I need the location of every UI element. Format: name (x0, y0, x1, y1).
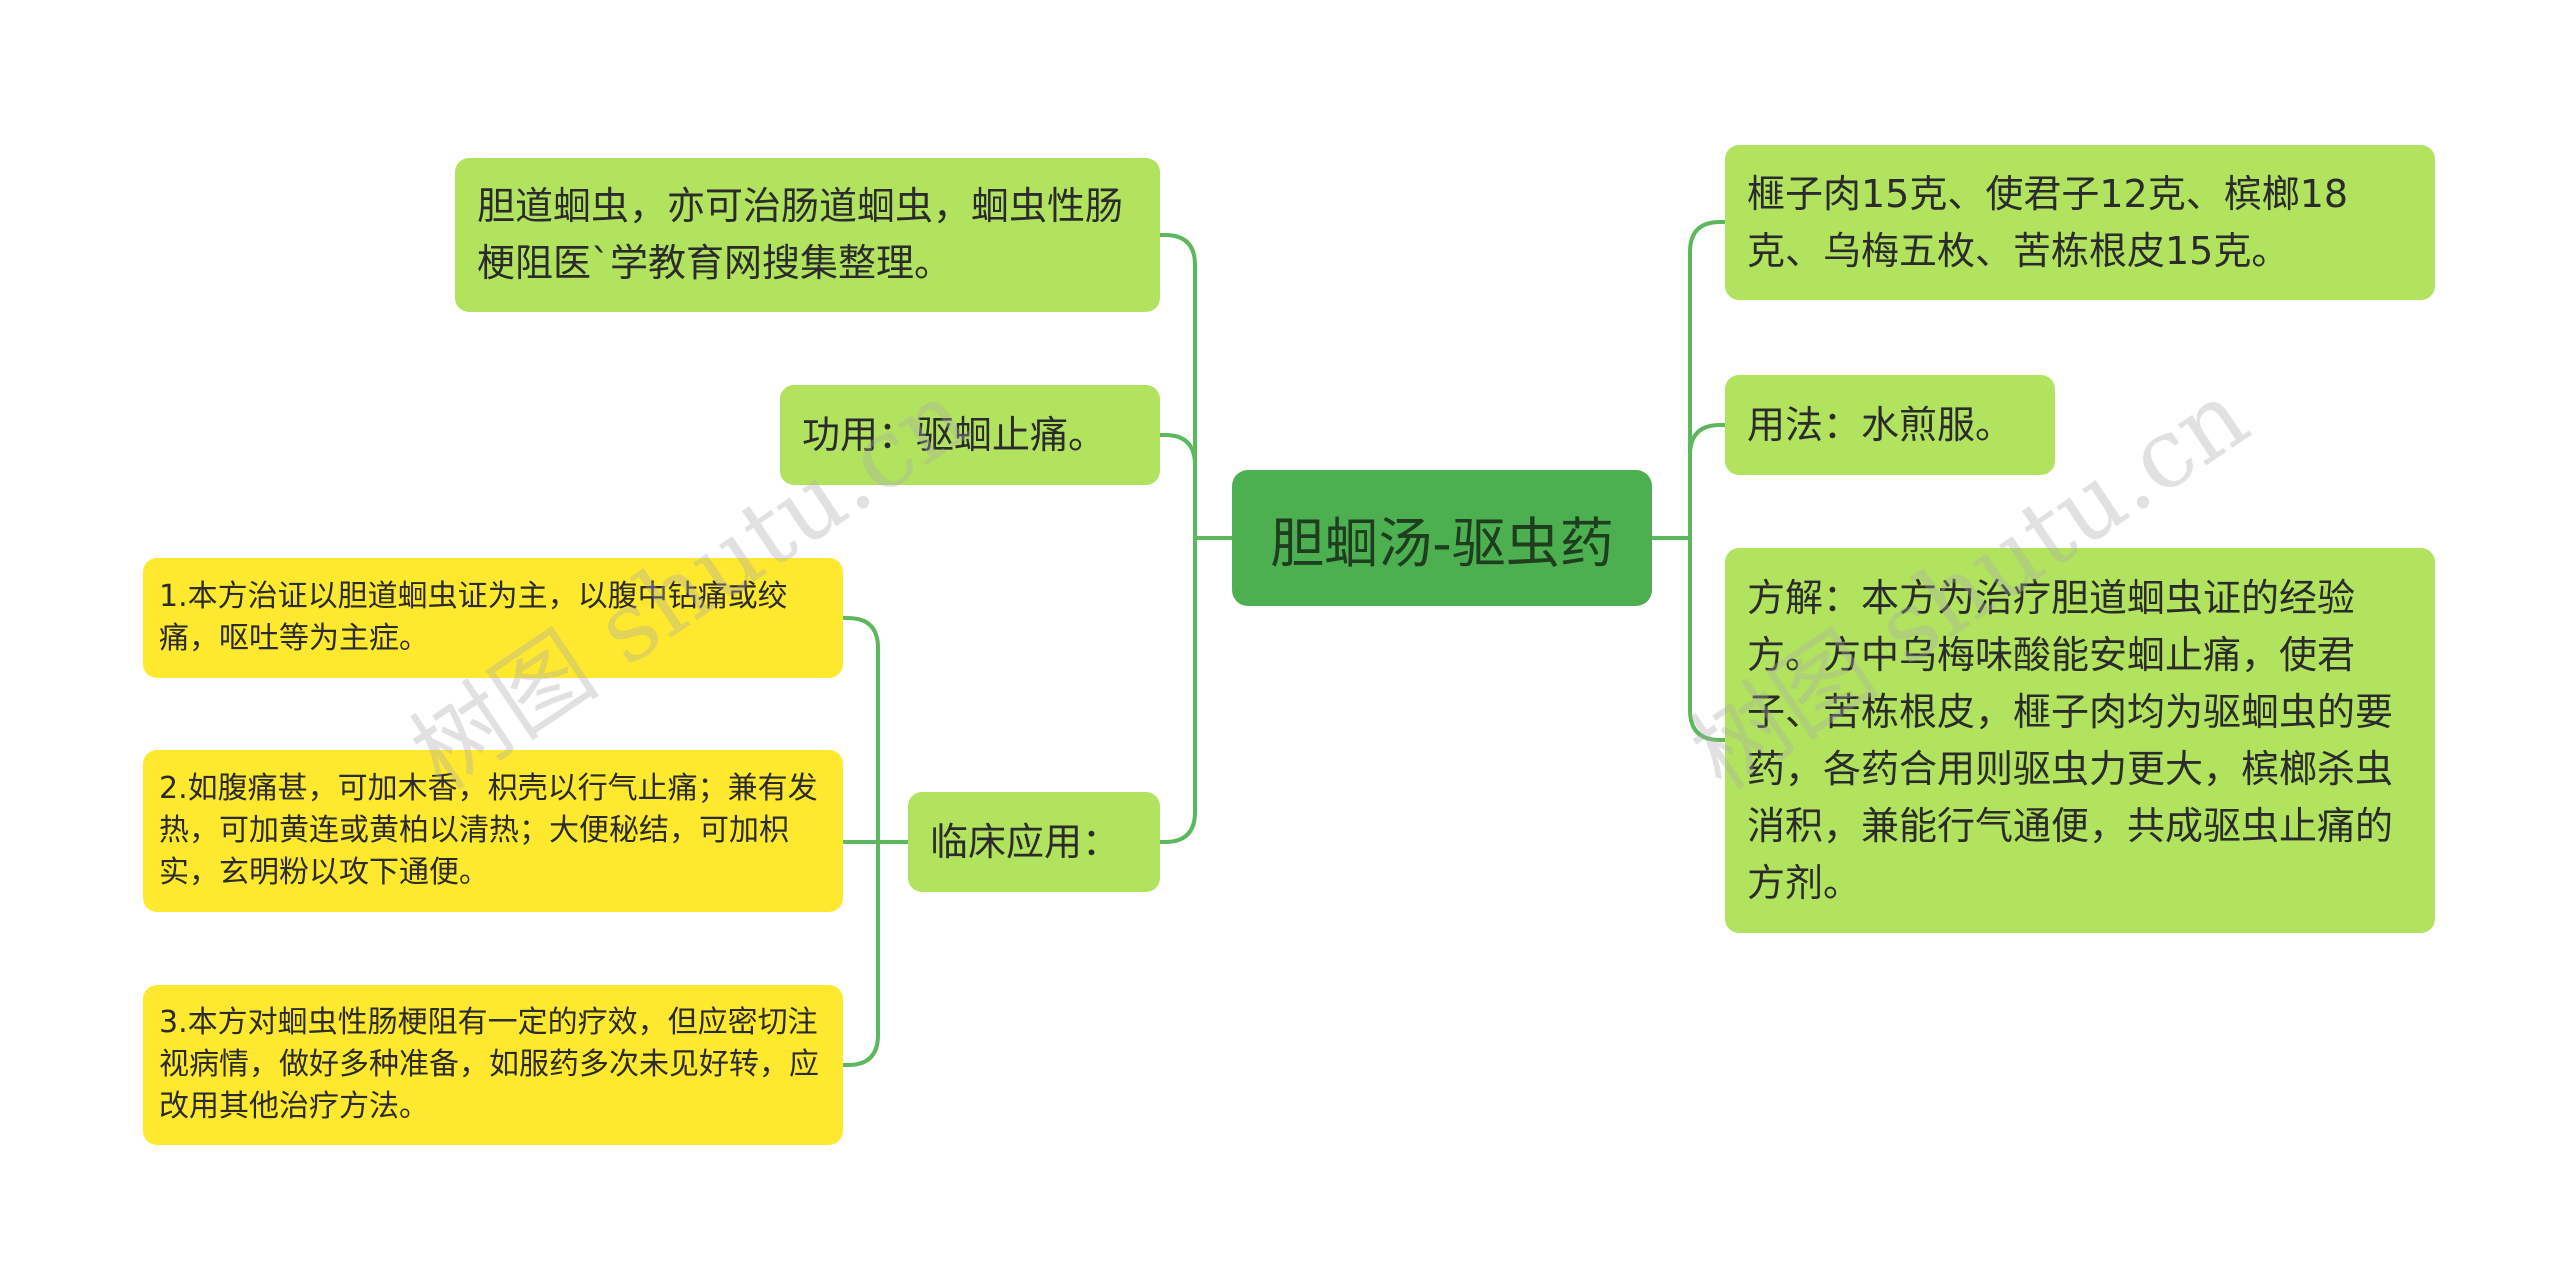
function-node[interactable]: 功用：驱蛔止痛。 (780, 385, 1160, 485)
clinical-label: 临床应用： (930, 819, 1121, 864)
clinical-item-1[interactable]: 1.本方治证以胆道蛔虫证为主，以腹中钻痛或绞痛，呕吐等为主症。 (143, 558, 843, 678)
link-left-clinical (1158, 536, 1197, 844)
link-clinical-item1 (841, 616, 880, 844)
root-node[interactable]: 胆蛔汤-驱虫药 (1232, 470, 1652, 606)
indication-node[interactable]: 胆道蛔虫，亦可治肠道蛔虫，蛔虫性肠梗阻医`学教育网搜集整理。 (455, 158, 1160, 312)
clinical-item-text: 1.本方治证以胆道蛔虫证为主，以腹中钻痛或绞痛，呕吐等为主症。 (159, 579, 788, 656)
usage-text: 用法：水煎服。 (1747, 402, 2014, 447)
link-left-function (1158, 433, 1197, 540)
indication-text: 胆道蛔虫，亦可治肠道蛔虫，蛔虫性肠梗阻医`学教育网搜集整理。 (477, 184, 1124, 285)
link-left-indication (1158, 233, 1197, 540)
clinical-item-text: 3.本方对蛔虫性肠梗阻有一定的疗效，但应密切注视病情，做好多种准备，如服药多次未… (159, 1005, 819, 1124)
function-text: 功用：驱蛔止痛。 (802, 412, 1107, 457)
clinical-item-2[interactable]: 2.如腹痛甚，可加木香，枳壳以行气止痛；兼有发热，可加黄连或黄柏以清热；大便秘结… (143, 750, 843, 912)
link-right-usage (1688, 423, 1727, 540)
explanation-text: 方解：本方为治疗胆道蛔虫证的经验方。方中乌梅味酸能安蛔止痛，使君子、苦栋根皮，榧… (1747, 575, 2394, 905)
clinical-item-text: 2.如腹痛甚，可加木香，枳壳以行气止痛；兼有发热，可加黄连或黄柏以清热；大便秘结… (159, 771, 818, 890)
clinical-item-3[interactable]: 3.本方对蛔虫性肠梗阻有一定的疗效，但应密切注视病情，做好多种准备，如服药多次未… (143, 985, 843, 1145)
clinical-node[interactable]: 临床应用： (908, 792, 1160, 892)
explanation-node[interactable]: 方解：本方为治疗胆道蛔虫证的经验方。方中乌梅味酸能安蛔止痛，使君子、苦栋根皮，榧… (1725, 548, 2435, 933)
link-clinical-item3 (841, 840, 880, 1067)
usage-node[interactable]: 用法：水煎服。 (1725, 375, 2055, 475)
link-right-ingredients (1688, 220, 1727, 540)
ingredients-text: 榧子肉15克、使君子12克、槟榔18克、乌梅五枚、苦栋根皮15克。 (1747, 171, 2349, 273)
link-right-explanation (1688, 536, 1727, 742)
root-label: 胆蛔汤-驱虫药 (1270, 511, 1614, 575)
ingredients-node[interactable]: 榧子肉15克、使君子12克、槟榔18克、乌梅五枚、苦栋根皮15克。 (1725, 145, 2435, 300)
